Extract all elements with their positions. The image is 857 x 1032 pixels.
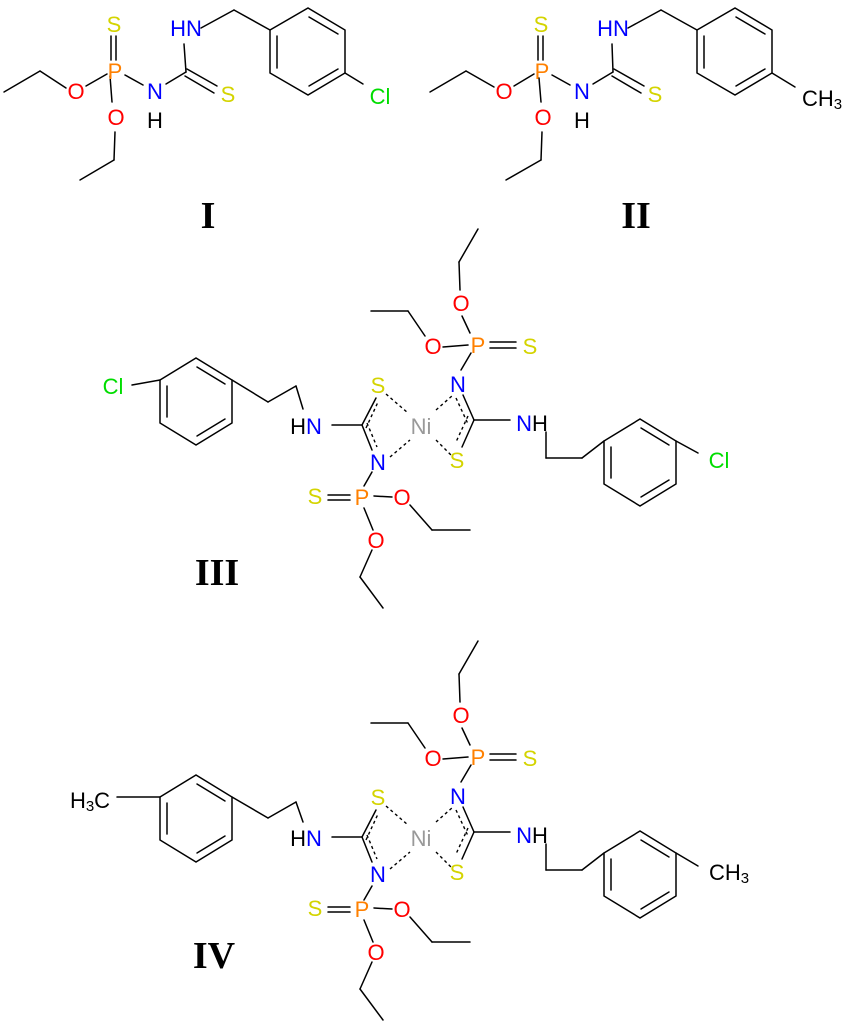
- amine-nh: HN: [597, 16, 629, 41]
- nitrogen-atom: N: [574, 79, 590, 104]
- phosphorus-atom: P: [471, 745, 486, 770]
- hydrogen-atom: H: [574, 108, 590, 133]
- sulfur-atom: S: [523, 746, 538, 771]
- methyl-group: CH3: [709, 860, 749, 887]
- oxygen-atom: O: [393, 485, 410, 510]
- sulfur-atom: S: [523, 334, 538, 359]
- phosphorus-atom: P: [471, 333, 486, 358]
- oxygen-atom: O: [424, 334, 441, 359]
- structure-ii: O O P S N H HN S CH3: [429, 7, 842, 181]
- amine-hn: HN: [290, 826, 322, 851]
- methyl-group: CH3: [802, 86, 842, 113]
- phosphorus-atom: P: [108, 59, 123, 84]
- oxygen-atom: O: [367, 528, 384, 553]
- sulfur-atom: S: [450, 448, 465, 473]
- structure-i: O O P S N H HN S Cl: [3, 7, 391, 181]
- sulfur-atom: S: [308, 896, 323, 921]
- phosphorus-atom: P: [355, 485, 370, 510]
- nitrogen-atom: N: [450, 372, 466, 397]
- structure-iv: H3C HN S Ni N S P O O N S NH P S O O CH3: [70, 640, 749, 1021]
- sulfur-atom: S: [450, 860, 465, 885]
- sulfur-atom: S: [534, 12, 549, 37]
- sulfur-atom: S: [221, 82, 236, 107]
- label-ii: II: [621, 195, 651, 237]
- label-iii: III: [195, 552, 239, 594]
- sulfur-atom: S: [107, 12, 122, 37]
- amine-hn: HN: [290, 414, 322, 439]
- oxygen-atom: O: [367, 940, 384, 965]
- oxygen-atom: O: [393, 897, 410, 922]
- amine-nh: HN: [170, 16, 202, 41]
- label-i: I: [201, 195, 216, 237]
- label-iv: IV: [193, 935, 236, 977]
- oxygen-atom: O: [534, 105, 551, 130]
- chlorine-atom: Cl: [370, 84, 391, 109]
- nickel-atom: Ni: [411, 414, 432, 439]
- chlorine-atom: Cl: [103, 374, 124, 399]
- nickel-atom: Ni: [411, 826, 432, 851]
- chlorine-atom: Cl: [709, 448, 730, 473]
- sulfur-atom: S: [308, 484, 323, 509]
- oxygen-atom: O: [424, 746, 441, 771]
- phosphorus-atom: P: [355, 897, 370, 922]
- amine-nh: NH: [516, 823, 548, 848]
- oxygen-atom: O: [107, 105, 124, 130]
- sulfur-atom: S: [371, 785, 386, 810]
- nitrogen-atom: N: [147, 79, 163, 104]
- sulfur-atom: S: [648, 82, 663, 107]
- methyl-group: H3C: [70, 788, 110, 815]
- nitrogen-atom: N: [370, 862, 386, 887]
- nitrogen-atom: N: [450, 784, 466, 809]
- oxygen-atom: O: [452, 703, 469, 728]
- sulfur-atom: S: [371, 373, 386, 398]
- oxygen-atom: O: [495, 79, 512, 104]
- hydrogen-atom: H: [147, 108, 163, 133]
- structure-iii: Cl HN S Ni N S P O O N S NH P S O O Cl: [103, 228, 730, 609]
- phosphorus-atom: P: [535, 59, 550, 84]
- oxygen-atom: O: [67, 79, 84, 104]
- oxygen-atom: O: [452, 291, 469, 316]
- amine-nh: NH: [516, 411, 548, 436]
- nitrogen-atom: N: [370, 450, 386, 475]
